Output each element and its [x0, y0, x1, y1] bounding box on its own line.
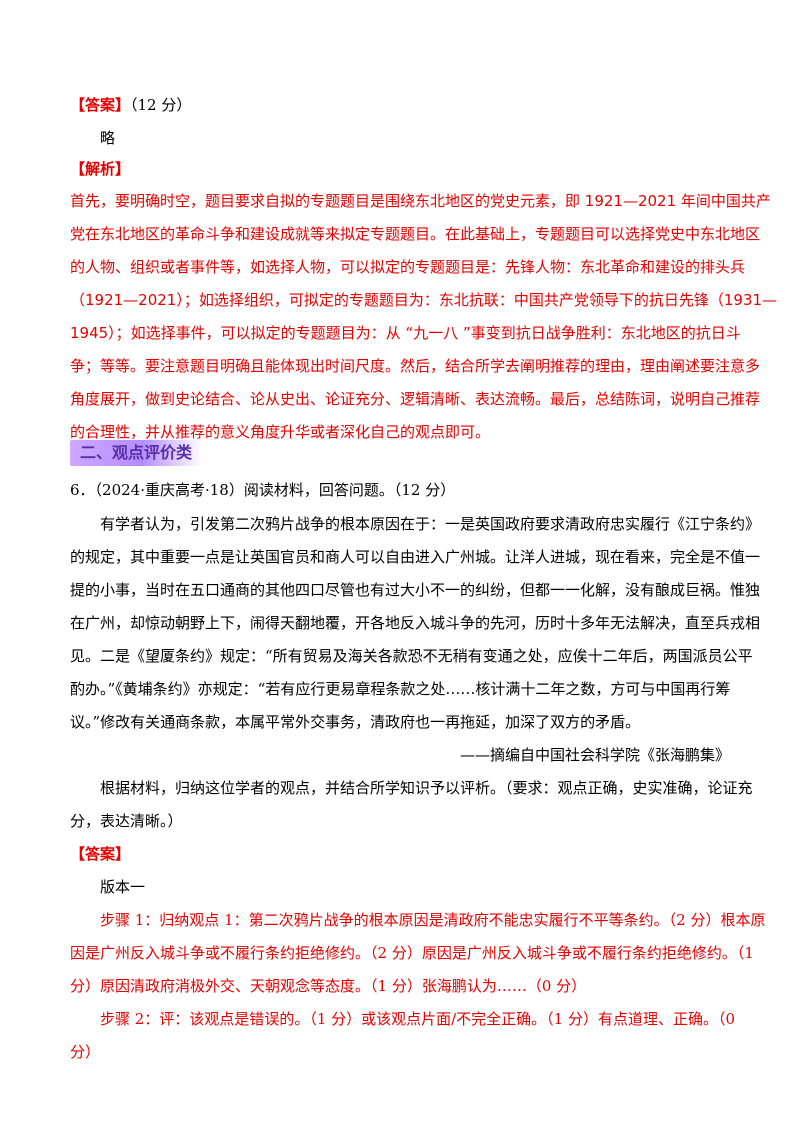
- answer-label: 【答案】: [70, 96, 131, 114]
- analysis-line-7: 角度展开，做到史论结合、论从史出、论证充分、逻辑清晰、表达流畅。最后，总结陈词，…: [70, 390, 761, 408]
- material-line-4: 在广州，却惊动朝野上下，闹得天翻地覆，开各地反入城斗争的先河，历时十多年无法解决…: [70, 614, 761, 632]
- material-line-3: 提的小事，当时在五口通商的其他四口尽管也有过大小不一的纠纷，但都一一化解，没有酿…: [70, 581, 761, 599]
- material-line-1: 有学者认为，引发第二次鸦片战争的根本原因在于：一是英国政府要求清政府忠实履行《江…: [100, 515, 761, 533]
- analysis-label: 【解析】: [70, 160, 131, 178]
- analysis-line-3: 的人物、组织或者事件等，如选择人物，可以拟定的专题题目是：先锋人物：东北革命和建…: [70, 258, 746, 276]
- answer-1-row: 【答案】（12 分）: [70, 96, 191, 114]
- material-source: ——摘编自中国社会科学院《张海鹏集》: [459, 746, 730, 764]
- prompt-line-2: 分，表达清晰。）: [70, 812, 183, 830]
- answer-2-line-5: 分）: [70, 1043, 101, 1061]
- analysis-line-6: 争；等等。要注意题目明确且能体现出时间尺度。然后，结合所学去阐明推荐的理由，理由…: [70, 357, 761, 375]
- analysis-line-1: 首先，要明确时空，题目要求自拟的专题题目是围绕东北地区的党史元素，即 1921—…: [70, 192, 771, 210]
- prompt-line-1: 根据材料，归纳这位学者的观点，并结合所学知识予以评析。（要求：观点正确，史实准确…: [100, 779, 753, 797]
- material-line-2: 的规定，其中重要一点是让英国官员和商人可以自由进入广州城。让洋人进城，现在看来，…: [70, 548, 761, 566]
- material-line-7: 议。”修改有关通商条款，本属平常外交事务，清政府也一再拖延，加深了双方的矛盾。: [70, 713, 641, 731]
- answer-2-line-4: 步骤 2：评：该观点是错误的。（1 分）或该观点片面/不完全正确。（1 分）有点…: [100, 1010, 736, 1028]
- answer-version: 版本一: [100, 878, 146, 896]
- answer-content: 略: [100, 129, 116, 147]
- answer-2-line-1: 步骤 1：归纳观点 1：第二次鸦片战争的根本原因是清政府不能忠实履行不平等条约。…: [100, 911, 766, 929]
- analysis-line-8: 的合理性，并从推荐的意义角度升华或者深化自己的观点即可。: [70, 423, 491, 441]
- section-heading: 二、观点评价类: [70, 440, 203, 466]
- answer-score: （12 分）: [130, 96, 192, 114]
- answer-2-line-3: 分）原因清政府消极外交、天朝观念等态度。（1 分）张海鹏认为……（0 分）: [70, 977, 587, 995]
- analysis-line-2: 党在东北地区的革命斗争和建设成就等来拟定专题题目。在此基础上，专题题目可以选择党…: [70, 225, 761, 243]
- analysis-line-4: （1921—2021）；如选择组织，可拟定的专题题目为：东北抗联：中国共产党领导…: [70, 291, 778, 309]
- question-6-header: 6．（2024·重庆高考·18）阅读材料，回答问题。（12 分）: [70, 481, 456, 499]
- answer-2-line-2: 因是广州反入城斗争或不履行条约拒绝修约。（2 分）原因是广州反入城斗争或不履行条…: [70, 944, 754, 962]
- answer-2-label: 【答案】: [70, 845, 131, 863]
- analysis-line-5: 1945）；如选择事件，可以拟定的专题题目为：从 “九一八 ”事变到抗日战争胜利…: [70, 324, 741, 342]
- material-line-6: 酌办。”《黄埔条约》亦规定：“若有应行更易章程条款之处……核计满十二年之数，方可…: [70, 680, 731, 698]
- material-line-5: 见。二是《望厦条约》规定：“所有贸易及海关各款恐不无稍有变通之处，应俟十二年后，…: [70, 647, 753, 665]
